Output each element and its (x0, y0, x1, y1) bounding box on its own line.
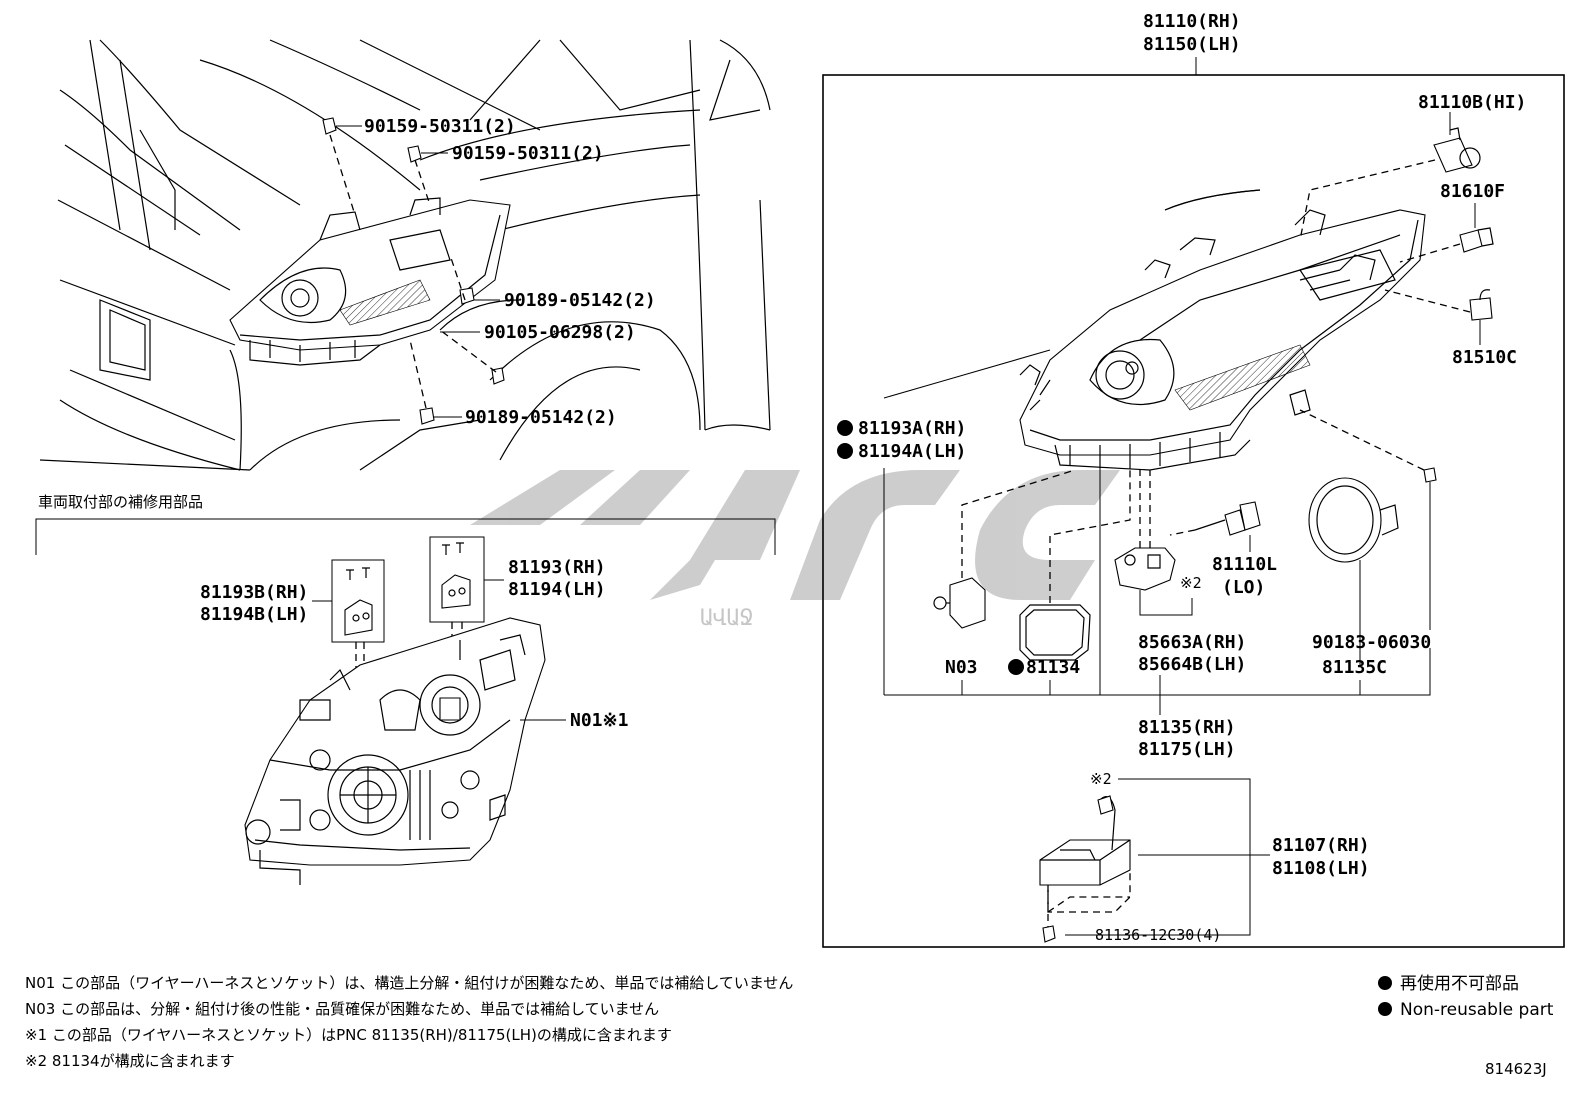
bulb-hi-icon (1433, 127, 1481, 173)
headlamp-rear-view (244, 617, 546, 885)
watermark-logo: ԱՎԱՋ (470, 470, 1120, 631)
note-N01: N01 この部品（ワイヤーハーネスとソケット）は、構造上分解・組付けが困難なため… (25, 974, 793, 992)
non-reusable-dot-icon (1008, 659, 1024, 675)
label-81110B: 81110B(HI) (1418, 92, 1526, 113)
bulb-f-icon (1459, 227, 1494, 253)
note-1: ※1 この部品（ワイヤハーネスとソケット）はPNC 81135(RH)/8117… (25, 1026, 672, 1044)
label-85663A: 85663A(RH) (1138, 632, 1246, 653)
note-N03: N03 この部品は、分解・組付け後の性能・品質確保が困難なため、単品では補給して… (25, 1000, 659, 1018)
label-81194: 81194(LH) (508, 579, 606, 600)
label-81194A: 81194A(LH) (858, 441, 966, 462)
label-note2-ballast: ※2 (1090, 770, 1112, 788)
bolt-icon (407, 145, 422, 163)
label-81134: 81134 (1026, 657, 1080, 678)
clip-icon (1423, 467, 1437, 483)
vehicle-front-sketch (39, 39, 771, 471)
nut-icon (419, 407, 435, 425)
leveling-motor-icon (933, 577, 986, 629)
ballast-icon (1039, 795, 1131, 930)
gasket-icon (1019, 604, 1091, 661)
label-81110L: 81110L (1212, 554, 1277, 575)
label-85664B: 85664B(LH) (1138, 654, 1246, 675)
callout-bolt-top-2: 90159-50311(2) (452, 143, 604, 164)
label-81193B: 81193B(RH) (200, 582, 308, 603)
repair-section-bracket (35, 518, 776, 555)
assembly-title-rh: 81110(RH) (1143, 11, 1241, 32)
label-N01: N01※1 (570, 710, 628, 731)
label-LO: (LO) (1222, 577, 1265, 598)
label-81135C: 81135C (1322, 657, 1387, 678)
igniter-icon (1114, 547, 1176, 591)
callout-screw-mid: 90105-06298(2) (484, 322, 636, 343)
diagram-code: 814623J (1485, 1060, 1547, 1078)
non-reusable-dot-icon (837, 420, 853, 436)
label-81193: 81193(RH) (508, 557, 606, 578)
assembly-frame (822, 74, 1565, 948)
label-81510C: 81510C (1452, 347, 1517, 368)
label-note2-igniter: ※2 (1180, 574, 1202, 592)
cover-icon (1308, 477, 1399, 563)
legend-en: Non-reusable part (1400, 1000, 1554, 1020)
callout-nut-mid: 90189-05142(2) (504, 290, 656, 311)
legend-dot-icon (1378, 1002, 1392, 1016)
label-81610F: 81610F (1440, 181, 1505, 202)
note-2: ※2 81134が構成に含まれます (25, 1052, 235, 1070)
watermark-text: ԱՎԱՋ (700, 606, 753, 631)
legend-dot-icon (1378, 976, 1392, 990)
nut-icon (459, 287, 475, 305)
label-81135: 81135(RH) (1138, 717, 1236, 738)
non-reusable-dot-icon (837, 443, 853, 459)
label-81193A: 81193A(RH) (858, 418, 966, 439)
label-81194B: 81194B(LH) (200, 604, 308, 625)
bracket-part (441, 542, 471, 609)
label-81175: 81175(LH) (1138, 739, 1236, 760)
bracket-b-part (344, 567, 373, 636)
assembly-title-lh: 81150(LH) (1143, 34, 1241, 55)
screw-icon (1042, 925, 1056, 943)
label-90183: 90183-06030 (1312, 632, 1431, 653)
label-N03: N03 (945, 657, 978, 678)
label-81136: 81136-12C30(4) (1095, 926, 1221, 944)
callout-bolt-top-1: 90159-50311(2) (364, 116, 516, 137)
label-81107: 81107(RH) (1272, 835, 1370, 856)
legend-ja: 再使用不可部品 (1400, 973, 1519, 994)
repair-section-title: 車両取付部の補修用部品 (38, 493, 203, 511)
label-81108: 81108(LH) (1272, 858, 1370, 879)
bolt-icon (322, 117, 337, 135)
headlamp-assembly-illustration (1019, 189, 1426, 471)
bulb-c-icon (1469, 289, 1493, 321)
bulb-lo-icon (1194, 501, 1261, 536)
callout-nut-low: 90189-05142(2) (465, 407, 617, 428)
